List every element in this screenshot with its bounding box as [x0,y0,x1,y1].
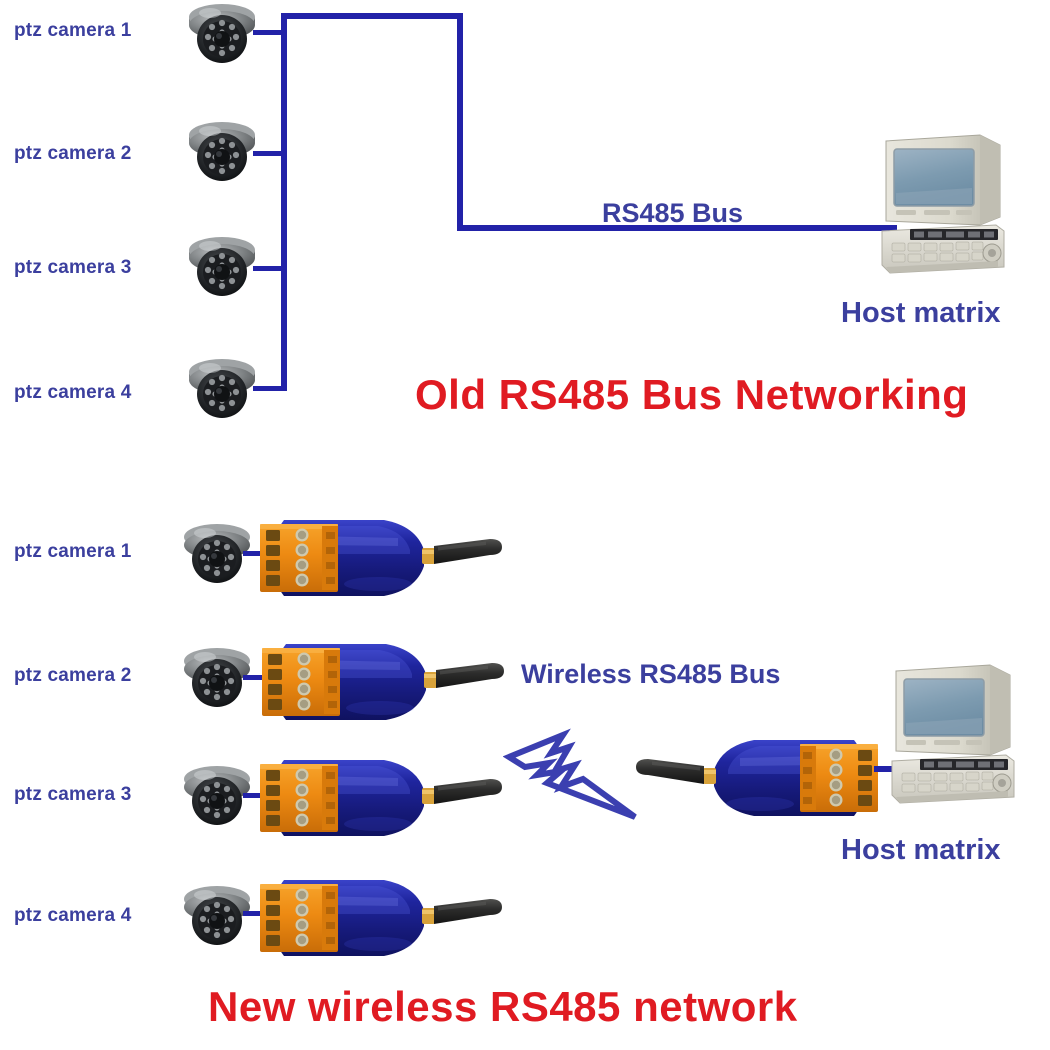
dome-camera-icon [178,763,256,829]
rs485-wireless-converter-icon [260,636,508,728]
rs485-bus-label: RS485 Bus [602,198,744,228]
dome-camera-icon [183,1,261,67]
bottom-camera-label-1: ptz camera 1 [14,541,132,562]
dome-camera-icon [183,356,261,422]
bottom-camera-label-4: ptz camera 4 [14,905,132,926]
bus-trunk-vertical [281,13,287,391]
camera-converter-link-4 [243,911,263,916]
dome-camera-icon [183,119,261,185]
host-matrix-icon [880,125,1006,281]
bottom-camera-label-2: ptz camera 2 [14,665,132,686]
bus-run-to-host [457,225,897,231]
dome-camera-icon [178,521,256,587]
top-host-matrix-label: Host matrix [841,297,1001,329]
dome-camera-icon [178,645,256,711]
top-camera-label-3: ptz camera 3 [14,257,132,278]
camera-converter-link-2 [243,675,263,680]
host-matrix-icon [890,655,1016,811]
bus-stub-camera-4 [253,386,287,391]
dome-camera-icon [183,234,261,300]
rs485-wireless-converter-icon [258,512,506,604]
lightning-bolt-icon [503,725,645,825]
camera-converter-link-3 [243,793,263,798]
camera-converter-link-1 [243,551,263,556]
top-camera-label-2: ptz camera 2 [14,143,132,164]
bottom-camera-label-3: ptz camera 3 [14,784,132,805]
bottom-host-matrix-label: Host matrix [841,834,1001,866]
wireless-rs485-bus-label: Wireless RS485 Bus [521,659,781,689]
dome-camera-icon [178,883,256,949]
receiver-host-link [874,766,894,772]
rs485-wireless-receiver-icon [632,732,880,824]
bus-run-top [281,13,463,19]
bus-stub-camera-3 [253,266,287,271]
top-camera-label-1: ptz camera 1 [14,20,132,41]
bus-stub-camera-2 [253,151,287,156]
top-camera-label-4: ptz camera 4 [14,382,132,403]
top-section-title: Old RS485 Bus Networking [415,371,969,418]
bus-stub-camera-1 [253,30,287,35]
rs485-wireless-converter-icon [258,872,506,964]
rs485-wireless-converter-icon [258,752,506,844]
bottom-section-title: New wireless RS485 network [208,983,798,1030]
bus-drop-vertical [457,13,463,228]
